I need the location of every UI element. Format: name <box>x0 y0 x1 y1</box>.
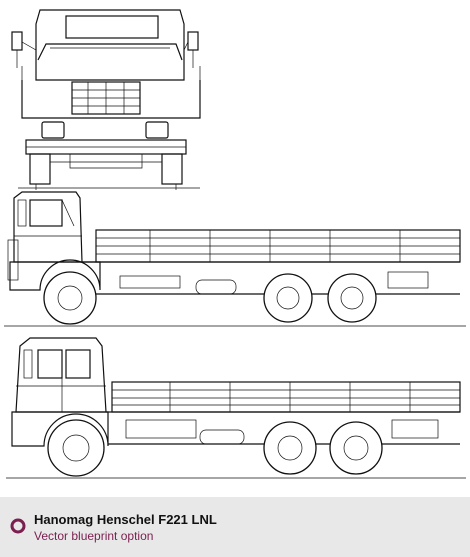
caption-bar: Hanomag Henschel F221 LNL Vector bluepri… <box>0 497 470 557</box>
ring-bullet-icon <box>10 518 26 534</box>
vector-blueprint-link[interactable]: Vector blueprint option <box>34 529 154 543</box>
front-view <box>11 9 201 190</box>
vehicle-title: Hanomag Henschel F221 LNL <box>34 512 217 527</box>
side-view-left <box>4 191 466 327</box>
side-view-right <box>6 337 466 479</box>
blueprint-drawing <box>4 9 466 479</box>
